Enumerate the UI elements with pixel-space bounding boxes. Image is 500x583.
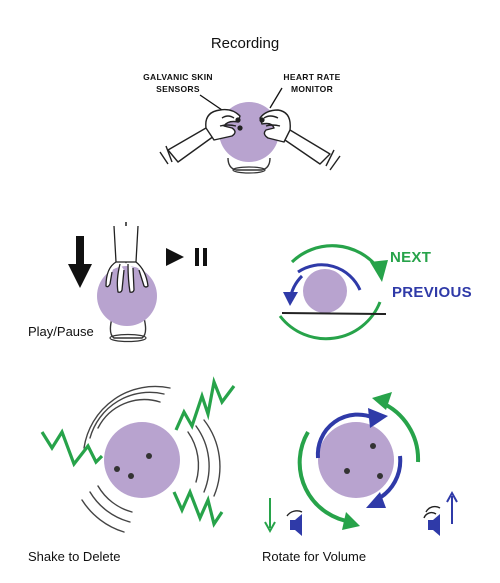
gsr-pointer xyxy=(199,94,223,111)
recording-panel: Recording GALVANIC SKIN SENSORS HEART RA… xyxy=(143,35,341,174)
right-hand-icon xyxy=(259,109,341,171)
shake-motion-lines xyxy=(81,385,221,533)
previous-arrow xyxy=(297,263,362,291)
volume-rotation-arrow-green xyxy=(379,400,421,463)
orb xyxy=(303,269,347,313)
next-arrow xyxy=(290,244,380,269)
orb xyxy=(97,266,157,326)
gsr-sensor-dot xyxy=(235,117,241,123)
orb-base xyxy=(227,157,271,171)
play-icon xyxy=(166,248,184,266)
hand-icon xyxy=(105,225,149,293)
rotate-panel: Rotate for Volume xyxy=(262,392,458,564)
shake-label: Shake to Delete xyxy=(28,549,121,564)
orb xyxy=(104,422,180,498)
left-hand-icon xyxy=(159,108,241,165)
press-down-arrow xyxy=(76,236,84,266)
shake-panel: Shake to Delete xyxy=(28,376,236,564)
pause-icon xyxy=(195,248,199,266)
previous-label: PREVIOUS xyxy=(392,284,472,301)
volume-down-icon xyxy=(264,498,303,536)
gsr-label-line1: GALVANIC SKIN xyxy=(143,72,213,82)
shake-zigzag-top-right xyxy=(174,376,236,431)
volume-rotation-arrow-blue xyxy=(315,412,375,459)
hr-label-line2: MONITOR xyxy=(291,84,333,94)
shake-zigzag-left xyxy=(40,428,104,468)
gsr-label-line2: SENSORS xyxy=(156,84,200,94)
hr-sensor-dot xyxy=(259,117,265,123)
play-pause-icon xyxy=(166,248,207,266)
next-previous-panel: NEXT PREVIOUS xyxy=(278,244,472,341)
orb-base xyxy=(109,317,147,339)
surface-line xyxy=(281,312,387,315)
shake-zigzag-bottom-right xyxy=(172,487,224,528)
recording-title: Recording xyxy=(211,35,279,52)
volume-up-icon xyxy=(423,490,458,536)
next-label: NEXT xyxy=(390,249,431,266)
hr-pointer xyxy=(269,87,283,109)
hr-label-line1: HEART RATE xyxy=(283,72,340,82)
rotate-label: Rotate for Volume xyxy=(262,549,366,564)
orb xyxy=(318,422,394,498)
play-pause-label: Play/Pause xyxy=(28,324,94,339)
play-pause-panel: Play/Pause xyxy=(28,222,207,343)
